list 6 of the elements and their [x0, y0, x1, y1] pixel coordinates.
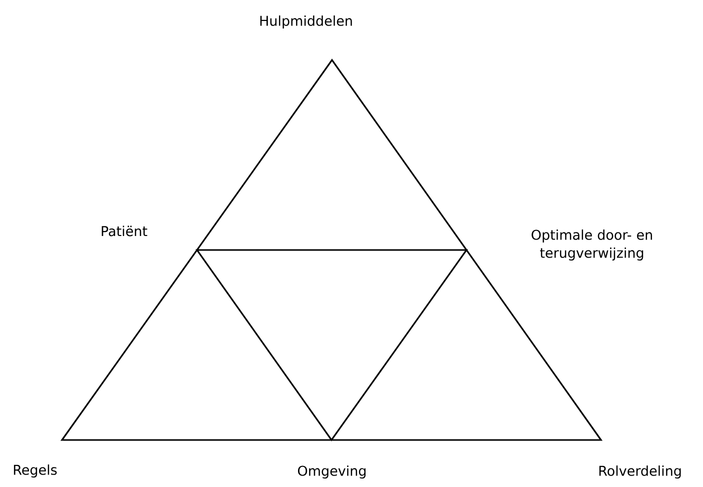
vertex-label: Rolverdeling [599, 465, 681, 479]
vertex-label: Hulpmiddelen [260, 15, 352, 29]
vertex-label: Patiënt [102, 226, 148, 236]
vertex-label: Regels [14, 464, 57, 478]
vertex-label: Optimale door- en terugverwijzing [532, 229, 652, 261]
vertex-label: Omgeving [298, 465, 366, 479]
